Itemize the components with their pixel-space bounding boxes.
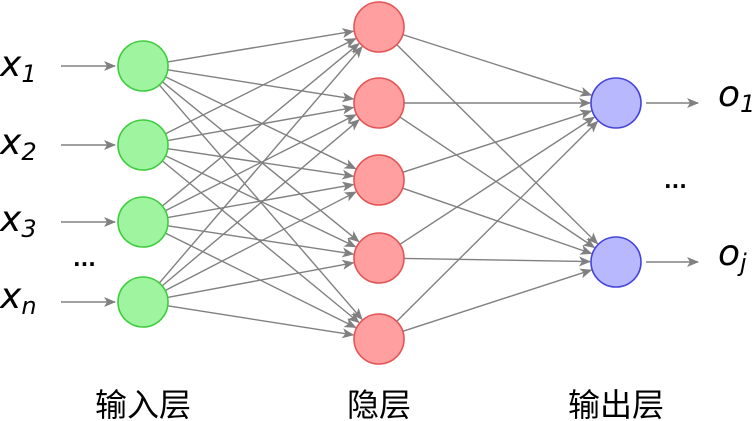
hidden-node-3 [353, 154, 405, 206]
input-label-subscript: n [21, 292, 36, 320]
output-node-2 [590, 236, 642, 288]
edge-input-4-hidden-1 [158, 45, 363, 284]
output-label-oj: oj [718, 233, 747, 277]
edge-hidden-3-output-1 [402, 109, 593, 173]
input-label-symbol: x [0, 44, 22, 85]
input-node-3 [117, 196, 169, 248]
input-label-x1: x1 [0, 44, 37, 88]
edge-input-1-hidden-4 [161, 81, 360, 243]
output-label-subscript: 1 [740, 90, 755, 118]
input-node-4 [117, 276, 169, 328]
input-label-symbol: x [0, 122, 22, 163]
edge-hidden-5-output-1 [396, 120, 599, 322]
output-arrows [646, 98, 699, 267]
edge-input-4-hidden-2 [161, 119, 360, 287]
edge-hidden-4-output-1 [399, 116, 596, 245]
edge-input-1-hidden-2 [167, 69, 355, 103]
edge-hidden-1-output-2 [396, 44, 599, 245]
edge-input-3-hidden-4 [167, 225, 355, 258]
input-label-x2: x2 [0, 122, 37, 166]
edge-hidden-5-output-2 [402, 268, 593, 332]
hidden-node-5 [353, 313, 405, 365]
input-hidden-connections [158, 28, 363, 339]
edge-input-3-hidden-1 [161, 42, 360, 207]
input-arrows [61, 61, 116, 307]
input-label-subscript: 2 [21, 138, 36, 166]
edge-hidden-1-output-1 [402, 33, 593, 97]
output-label-symbol: o [718, 74, 740, 115]
edge-hidden-4-output-2 [403, 256, 591, 267]
input-ellipsis: ... [73, 247, 96, 271]
input-label-x3: x3 [0, 199, 37, 243]
output-node-1 [590, 77, 642, 129]
edge-input-4-hidden-4 [167, 259, 355, 299]
hidden-layer-nodes [353, 1, 405, 365]
hidden-node-1 [353, 1, 405, 53]
hidden-node-2 [353, 77, 405, 129]
output-label-symbol: o [718, 233, 740, 274]
edge-input-2-hidden-1 [165, 38, 357, 135]
input-label-xn: xn [0, 276, 37, 320]
hidden-node-4 [353, 232, 405, 284]
output-layer-nodes [590, 77, 642, 288]
edge-input-4-hidden-3 [164, 191, 357, 292]
edge-input-1-hidden-3 [165, 76, 357, 170]
input-label-symbol: x [0, 276, 22, 317]
hidden-output-connections [396, 33, 599, 332]
edge-input-3-hidden-2 [165, 114, 357, 212]
input-node-1 [117, 40, 169, 92]
hidden-layer-caption: 隐层 [347, 386, 411, 421]
input-layer-caption: 输入层 [95, 386, 191, 421]
edge-input-4-hidden-5 [167, 305, 355, 339]
edge-input-1-hidden-1 [167, 28, 355, 63]
output-ellipsis: ... [664, 169, 687, 193]
output-label-subscript: j [737, 249, 747, 277]
output-label-o1: o1 [718, 74, 755, 118]
input-layer-nodes [117, 40, 169, 328]
input-label-symbol: x [0, 199, 22, 240]
input-node-2 [117, 119, 169, 171]
output-layer-caption: 输出层 [568, 386, 664, 421]
edge-input-3-hidden-3 [167, 181, 355, 219]
input-label-subscript: 3 [21, 215, 36, 243]
edge-hidden-2-output-2 [399, 116, 596, 249]
input-label-subscript: 1 [21, 60, 36, 88]
